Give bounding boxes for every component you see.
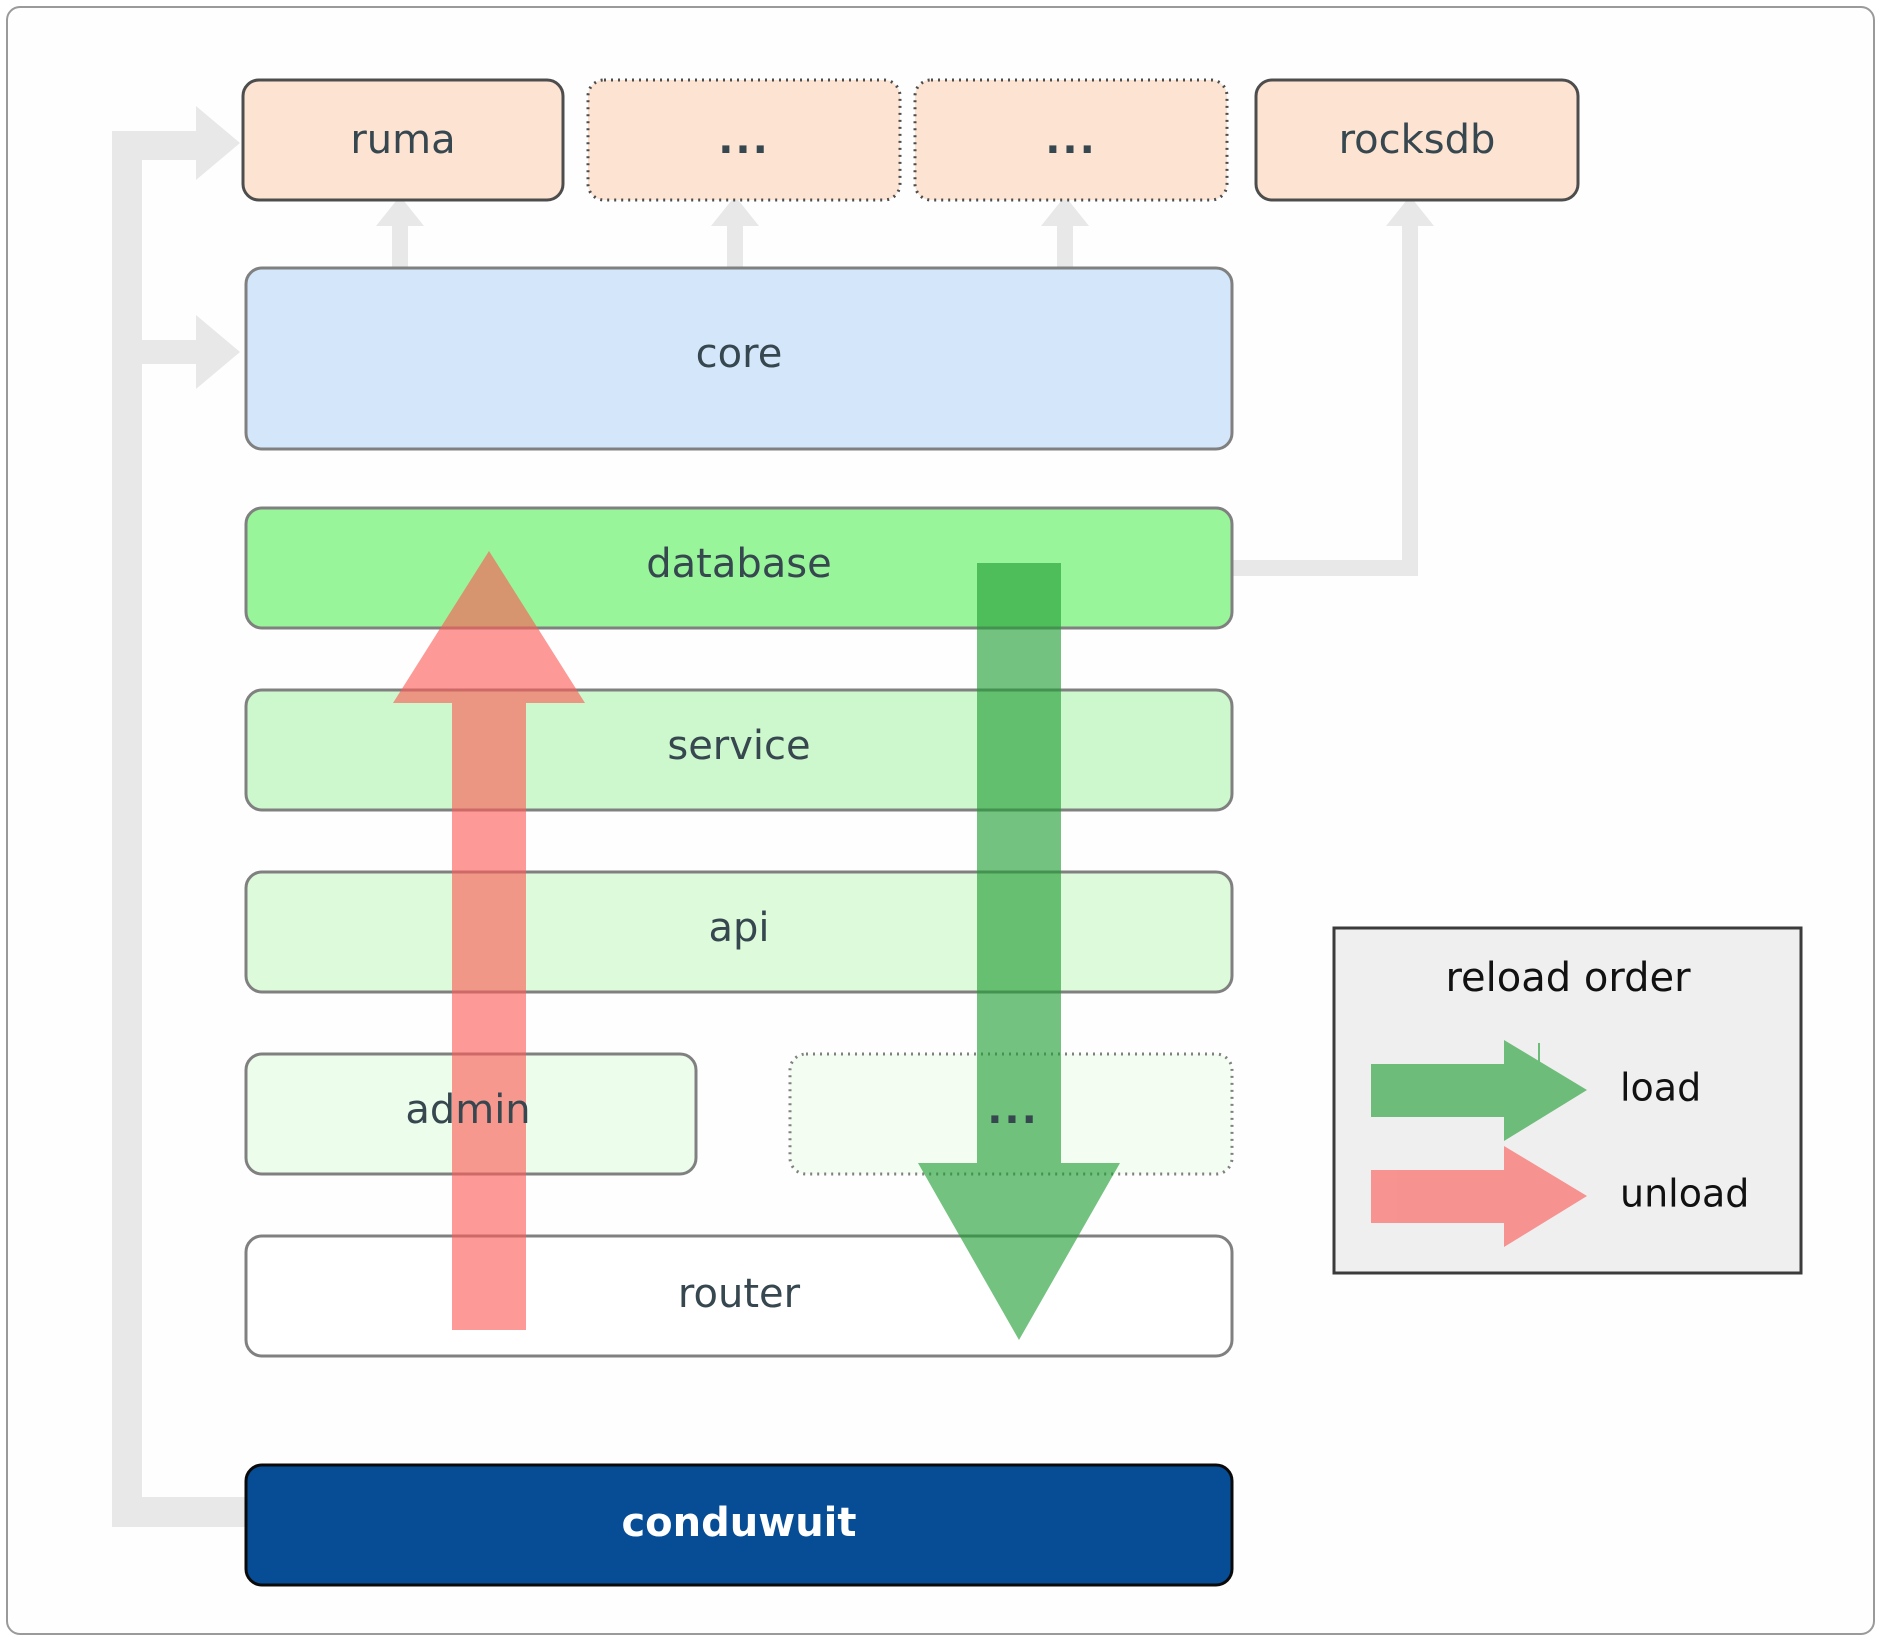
legend-item-load: load <box>1371 1040 1701 1141</box>
layer-node-dots-label: ... <box>987 1087 1039 1133</box>
external-node-rocksdb[interactable]: rocksdb <box>1254 78 1580 202</box>
root-node-conduwuit[interactable] <box>244 1463 1234 1587</box>
root-node-conduwuit-label: conduwuit <box>621 1500 856 1546</box>
layer-node-core-label: core <box>696 331 783 377</box>
connector-core-to-dots1 <box>711 196 759 272</box>
external-node-dots-2[interactable]: ... <box>913 78 1229 202</box>
connector-database-to-rocksdb <box>1222 196 1434 576</box>
external-node-ruma-label: ruma <box>350 117 455 163</box>
external-node-ruma[interactable]: ruma <box>241 78 565 202</box>
external-node-rocksdb-label: rocksdb <box>1339 117 1496 163</box>
legend-item-unload: unload <box>1371 1146 1749 1247</box>
external-node-dots-1-label: ... <box>718 117 770 163</box>
unload-flow-arrow <box>393 551 585 1330</box>
layer-node-database-label: database <box>646 541 831 587</box>
layer-node-api-label: api <box>708 905 769 951</box>
connector-core-to-ruma <box>376 196 424 272</box>
connector-core-to-dots2 <box>1041 196 1089 272</box>
layer-node-service-label: service <box>667 723 810 769</box>
connector-arrow-to-ruma <box>112 106 240 180</box>
external-node-dots-2-label: ... <box>1045 117 1097 163</box>
connector-arrow-to-core <box>112 315 240 389</box>
legend-item-unload-label: unload <box>1620 1172 1749 1216</box>
layer-node-admin-label: admin <box>405 1087 530 1133</box>
legend-panel: reload order load <box>1332 926 1803 1275</box>
legend-item-load-label: load <box>1620 1066 1701 1110</box>
external-node-dots-1[interactable]: ... <box>586 78 902 202</box>
legend-title: reload order <box>1445 955 1691 1001</box>
layer-node-core[interactable]: core <box>244 266 1234 451</box>
load-flow-arrow <box>918 563 1120 1340</box>
layer-node-router-label: router <box>678 1271 801 1317</box>
connector-conduwuit-left-bus <box>112 131 196 1527</box>
connector-conduwuit-stub <box>112 1497 250 1527</box>
unload-arrow-icon <box>1371 1146 1587 1247</box>
load-arrow-icon <box>1371 1040 1587 1141</box>
